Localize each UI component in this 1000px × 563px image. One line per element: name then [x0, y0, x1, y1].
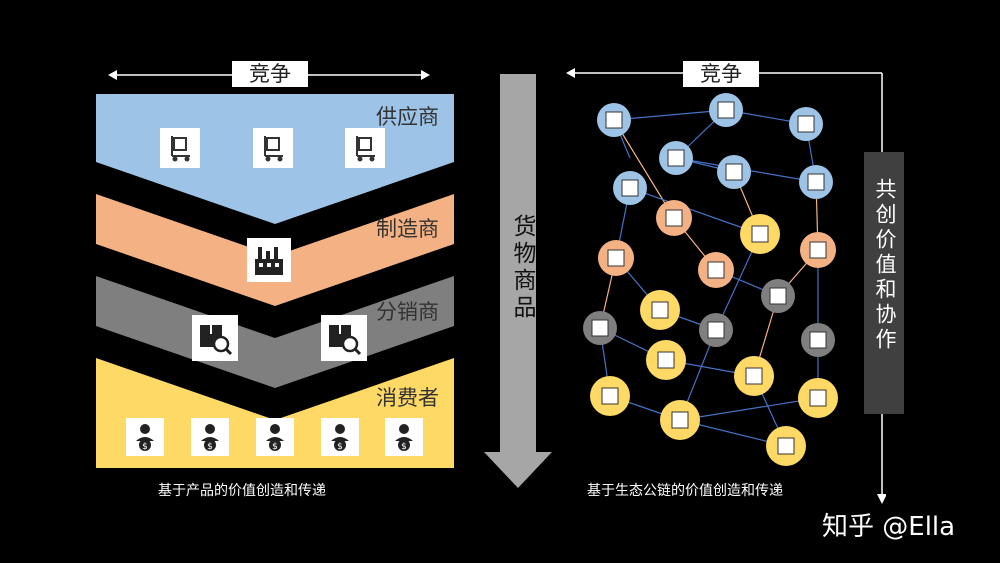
svg-text:$: $ — [142, 442, 148, 452]
right-caption: 基于生态公链的价值创造和传递 — [587, 483, 783, 499]
hand-truck-icon — [345, 128, 385, 168]
goods-flow-label: 货物商品 — [509, 214, 535, 322]
left-caption: 基于产品的价值创造和传递 — [158, 483, 326, 499]
hand-truck-icon — [253, 128, 293, 168]
layer-label-consumer: 消费者 — [376, 386, 439, 410]
goods-flow-arrow — [484, 74, 552, 488]
ecosystem-network — [583, 93, 838, 466]
cocreation-label-box — [864, 152, 904, 414]
consumer-money-icon: $ — [256, 418, 294, 456]
layer-label-distributor: 分销商 — [376, 300, 439, 324]
watermark: 知乎 @Ella — [822, 512, 956, 542]
package-inspect-icon — [192, 315, 238, 361]
distributor-layer — [96, 276, 454, 388]
factory-icon — [247, 238, 291, 282]
consumer-money-icon: $ — [385, 418, 423, 456]
consumer-money-icon: $ — [191, 418, 229, 456]
svg-text:$: $ — [272, 442, 278, 452]
package-inspect-icon — [321, 315, 367, 361]
layer-label-manufacturer: 制造商 — [376, 217, 439, 241]
consumer-money-icon: $ — [321, 418, 359, 456]
left-competition-label: 竞争 — [232, 61, 308, 87]
layer-label-supplier: 供应商 — [376, 105, 439, 129]
right-competition-label: 竞争 — [683, 61, 759, 87]
svg-text:$: $ — [401, 442, 407, 452]
consumer-money-icon: $ — [126, 418, 164, 456]
consumer-layer — [96, 358, 454, 468]
cocreation-label: 共创价值和协作 — [873, 178, 897, 353]
hand-truck-icon — [160, 128, 200, 168]
svg-text:$: $ — [207, 442, 213, 452]
svg-text:$: $ — [337, 442, 343, 452]
manufacturer-layer — [96, 194, 454, 306]
